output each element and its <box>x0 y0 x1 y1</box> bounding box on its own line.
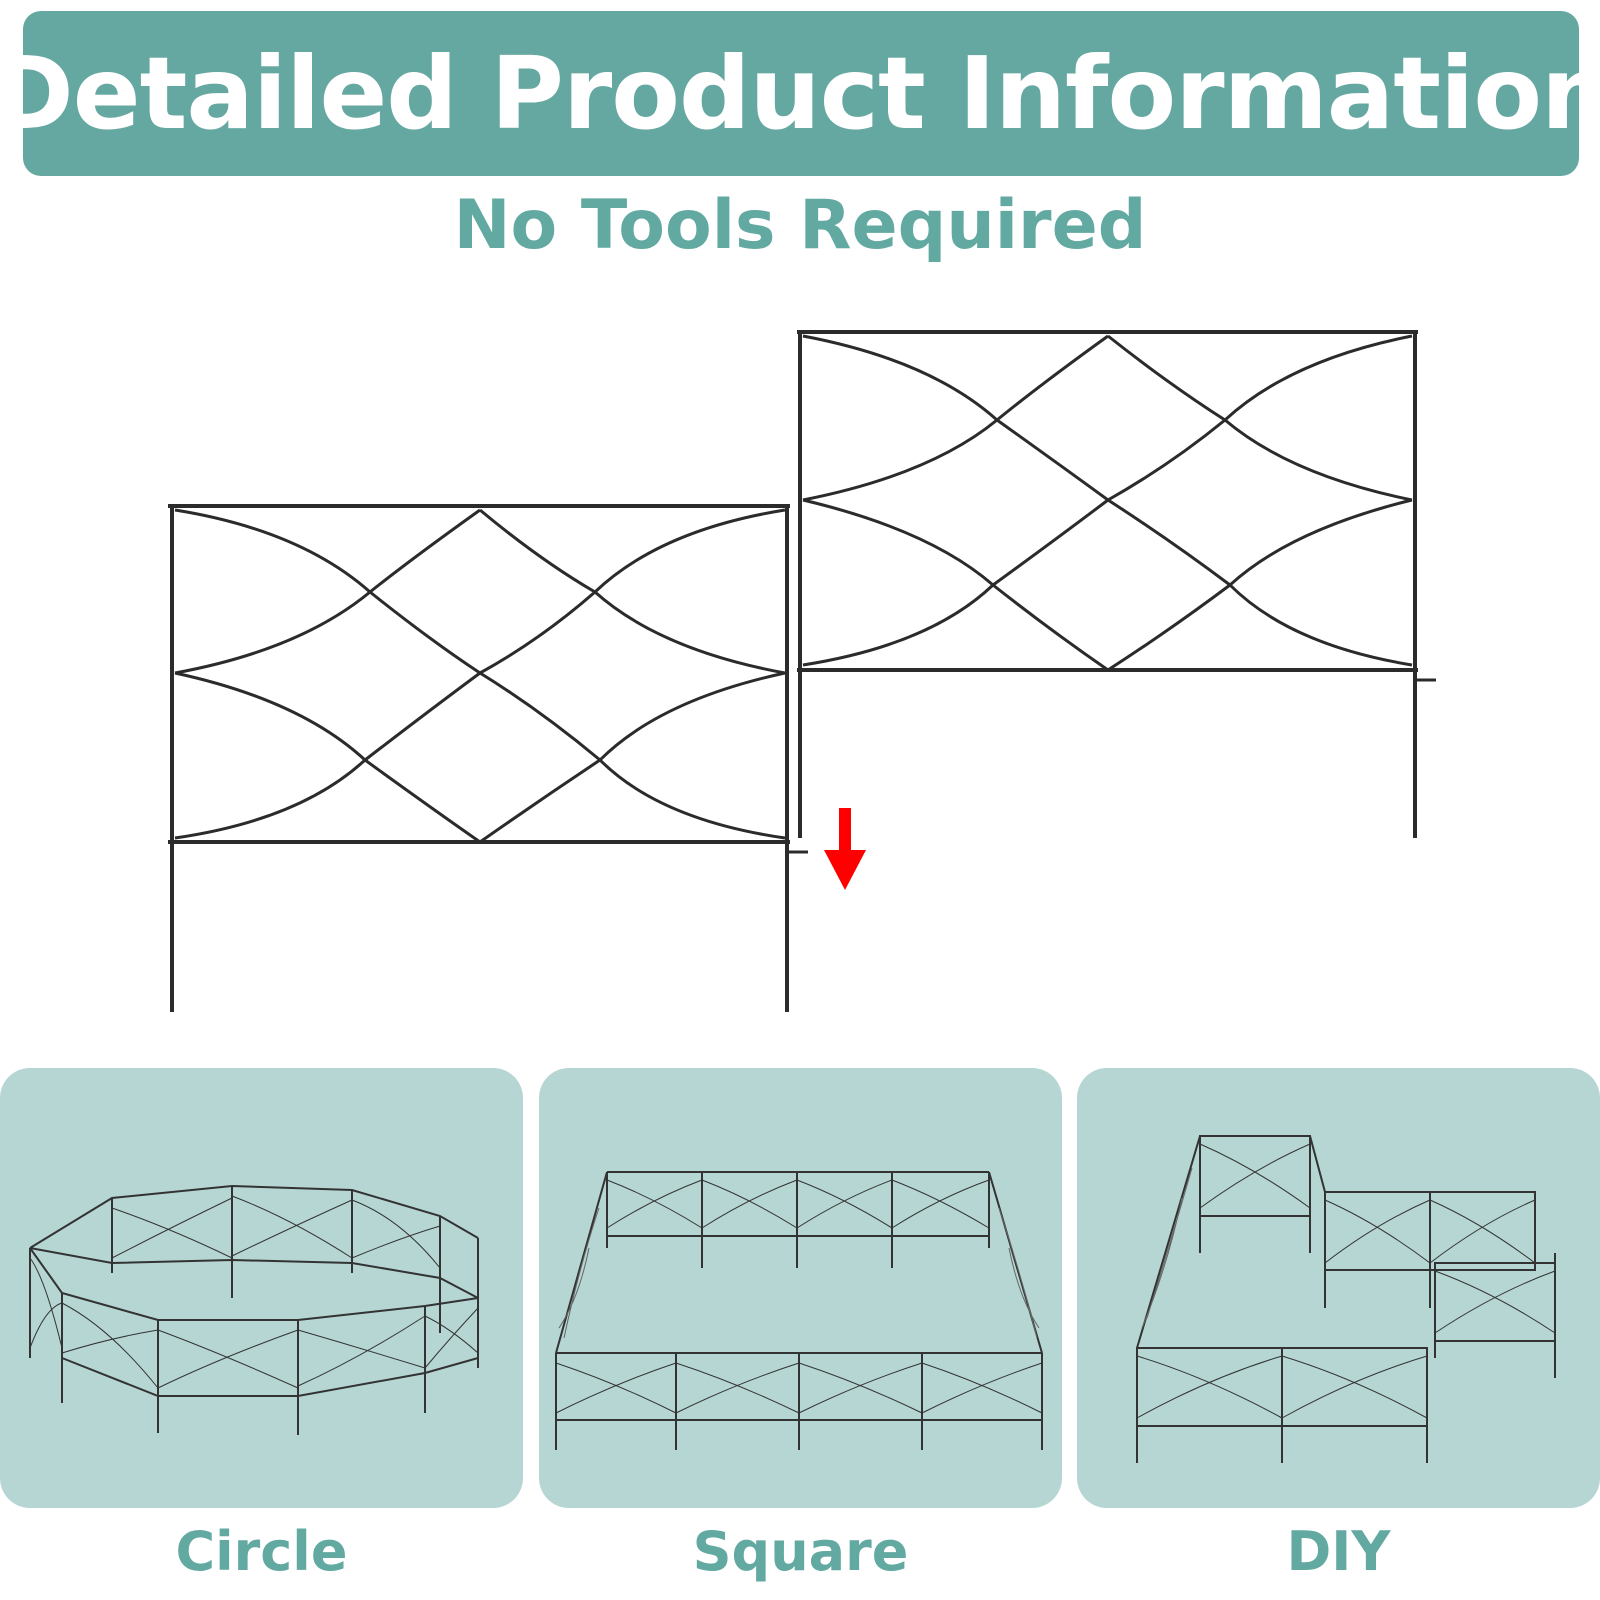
layout-card-circle <box>0 1068 523 1508</box>
fence-panel-right <box>797 330 1436 838</box>
diy-layout-illustration <box>1136 1135 1556 1463</box>
layout-label-diy: DIY <box>1286 1520 1391 1583</box>
subtitle: No Tools Required <box>453 186 1147 265</box>
circle-layout-illustration <box>29 1184 479 1435</box>
fence-panel-left <box>168 504 808 1012</box>
layout-card-square <box>539 1068 1062 1508</box>
page-title: Detailed Product Information <box>0 35 1600 152</box>
arrow-down-icon <box>824 808 866 890</box>
square-layout-illustration <box>555 1171 1043 1450</box>
header-banner: Detailed Product Information <box>0 11 1600 176</box>
layout-label-square: Square <box>692 1520 909 1583</box>
layout-card-diy <box>1077 1068 1600 1508</box>
hero-illustration <box>168 330 1436 1012</box>
layout-label-circle: Circle <box>175 1520 348 1583</box>
